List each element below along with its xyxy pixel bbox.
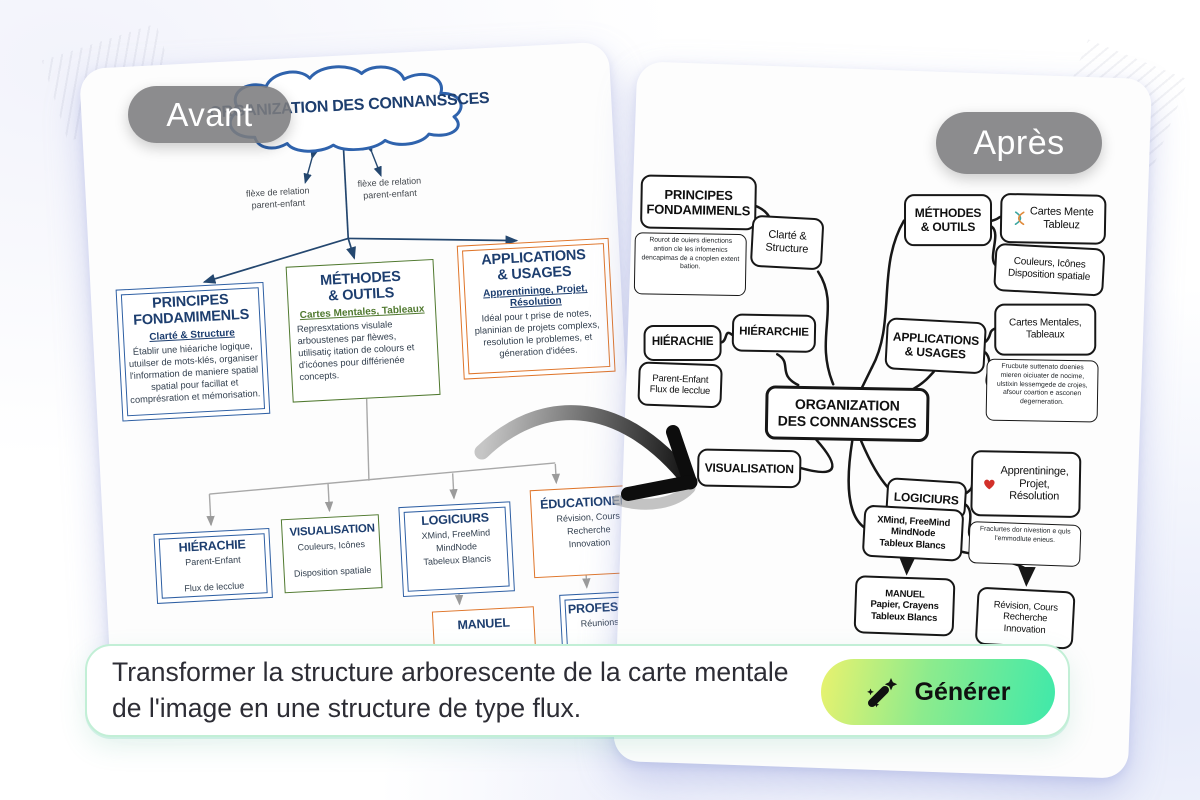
- transform-arrow: [474, 405, 698, 510]
- flow-node-label: Apprentininge, Projet, Résolution: [1000, 464, 1069, 504]
- node-hierachie: HIÉRACHIE Parent-Enfant Flux de lecclue: [153, 527, 273, 604]
- flow-note-logiciurs: Fraclurtes dor nivestion e quls l'emmodl…: [968, 521, 1082, 567]
- node-body: Represxtations visulale arboustenes par …: [296, 319, 415, 382]
- node-body: Couleurs, Icônes Disposition spatiale: [293, 538, 372, 579]
- flow-node-principes: PRINCIPES FONDAMIMENLS: [640, 174, 757, 231]
- flow-node-cartes-mentales: Cartes Mentales, Tableaux: [994, 303, 1097, 356]
- root-cloud-node: [211, 55, 477, 159]
- flow-node-cartes-mente: Cartes Mente Tableuz: [999, 192, 1107, 245]
- node-methodes-outils: MÉTHODES & OUTILS Cartes Mentales, Table…: [285, 259, 441, 403]
- after-mindmap-card: PRINCIPES FONDAMIMENLS Rourot de ouiers …: [612, 61, 1153, 779]
- node-body: Établir une hiéariche logique, utuilser …: [128, 341, 261, 405]
- dna-icon: [1013, 211, 1026, 226]
- flow-node-manuel: MANUEL Papier, Crayens Tableux Blancs: [853, 575, 956, 637]
- generate-button[interactable]: Générer: [821, 659, 1055, 725]
- flow-note-principes: Rourot de ouiers dienctions antion cle l…: [633, 232, 747, 297]
- generate-button-label: Générer: [914, 677, 1011, 706]
- flow-node-hierachie-small: HIÉRACHIE: [643, 324, 722, 361]
- flow-node-hierarchie: HIÉRARCHIE: [731, 313, 817, 353]
- node-body: Idéal pour t prise de notes, planinian d…: [474, 308, 600, 359]
- node-subtitle: Apprentininge, Projet, Résolution: [482, 283, 588, 310]
- node-title: APPLICATIONS & USAGES: [480, 247, 587, 284]
- after-badge: Après: [936, 112, 1102, 174]
- prompt-input[interactable]: Transformer la structure arborescente de…: [112, 657, 789, 723]
- flow-node-clarte-structure: Clarté & Structure: [749, 214, 825, 271]
- node-principes-fondamimenls: PRINCIPES FONDAMIMENLS Clarté & Structur…: [115, 281, 271, 422]
- node-title: MANUEL: [457, 615, 511, 633]
- flow-node-methodes: MÉTHODES & OUTILS: [904, 194, 993, 247]
- node-visualisation: VISUALISATION Couleurs, Icônes Dispositi…: [280, 514, 383, 594]
- node-body: XMind, FreeMind MindNode Tabeleux Blanci…: [421, 527, 492, 568]
- before-mindmap-card: ORGANIZATION DES CONNANSSCES flèxe de re…: [79, 41, 641, 694]
- heart-icon: [983, 477, 996, 490]
- prompt-bar: Transformer la structure arborescente de…: [85, 644, 1070, 737]
- cloud-shape: [228, 65, 463, 153]
- node-title: PRINCIPES FONDAMIMENLS: [132, 291, 250, 330]
- flow-node-label: Cartes Mente Tableuz: [1029, 205, 1094, 232]
- flow-node-apprentininge: Apprentininge, Projet, Résolution: [970, 450, 1082, 518]
- magic-wand-icon: [866, 676, 898, 708]
- flow-node-revision: Révision, Cours Recherche Innovation: [974, 586, 1076, 650]
- node-body: Parent-Enfant Flux de lecclue: [184, 554, 245, 594]
- flow-node-center-organization: ORGANIZATION DES CONNANSSCES: [764, 385, 930, 443]
- before-connectors: [202, 142, 591, 606]
- node-title: MÉTHODES & OUTILS: [319, 268, 402, 305]
- flow-node-xmind: XMind, FreeMind MindNode Tableux Blancs: [861, 504, 965, 562]
- node-applications-usages: APPLICATIONS & USAGES Apprentininge, Pro…: [456, 237, 616, 380]
- before-badge: Avant: [128, 86, 291, 143]
- flow-node-applications: APPLICATIONS & USAGES: [884, 317, 987, 375]
- flow-node-couleurs-icones: Couleurs, Icônes Disposition spatiale: [993, 242, 1106, 297]
- relation-label: flèxe de relation parent-enfant: [245, 185, 310, 211]
- flow-note-applications: Frucbute suttenato doenies mieren oiciua…: [985, 358, 1099, 423]
